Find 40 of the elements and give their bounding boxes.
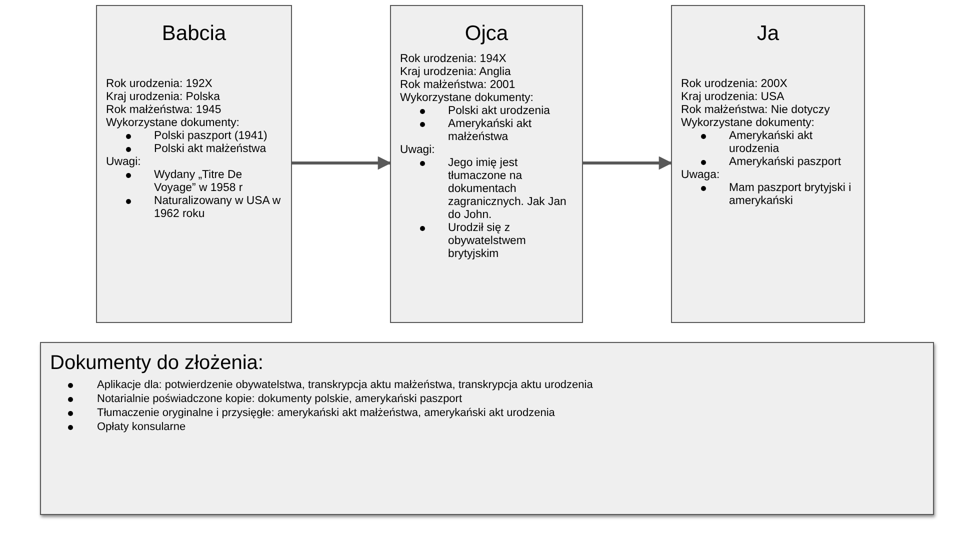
card-heading: Ojca [464, 22, 510, 46]
text-line: Uwaga: [681, 169, 720, 181]
card-heading: Ja [756, 22, 780, 46]
note-card [96, 5, 292, 323]
text-line: Wykorzystane dokumenty: [106, 117, 240, 129]
note-card [390, 5, 583, 323]
list-item: Polski paszport (1941) [154, 130, 268, 142]
text-line: Rok małżeństwa: 1945 [106, 104, 222, 116]
text-line: Rok małżeństwa: 2001 [400, 79, 516, 91]
arrow [292, 156, 392, 170]
card-heading: Dokumenty do złożenia: [50, 352, 264, 375]
text-line: Uwagi: [400, 144, 435, 156]
text-line: Rok urodzenia: 192X [106, 78, 212, 90]
text-line: Uwagi: [106, 156, 141, 168]
list-item: Mam paszport brytyjski i amerykański [729, 182, 852, 207]
text-line: Rok urodzenia: 194X [400, 53, 506, 65]
text-line: Kraj urodzenia: Polska [106, 91, 220, 103]
list-item: Polski akt małżeństwa [154, 143, 266, 155]
note-card [40, 342, 934, 515]
text-line: Rok małżeństwa: Nie dotyczy [681, 104, 830, 116]
list-item: Urodził się z obywatelstwem brytyjskim [448, 222, 526, 260]
list-item: Notarialnie poświadczone kopie: dokumenty polskie, amerykański paszport [97, 393, 462, 405]
list-item: Wydany „Titre De Voyage” w 1958 r [154, 169, 243, 194]
list-item: Polski akt urodzenia [448, 105, 550, 117]
arrow [583, 156, 672, 170]
text-line: Wykorzystane dokumenty: [681, 117, 814, 129]
list-item: Amerykański paszport [729, 156, 842, 168]
text-line: Wykorzystane dokumenty: [400, 92, 534, 104]
note-card [671, 5, 865, 323]
list-item: Opłaty konsularne [97, 421, 186, 433]
list-item: Amerykański akt małżeństwa [448, 118, 532, 143]
text-line: Kraj urodzenia: Anglia [400, 66, 511, 78]
text-line: Rok urodzenia: 200X [681, 78, 788, 90]
list-item: Naturalizowany w USA w 1962 roku [154, 195, 281, 220]
list-item: Tłumaczenie oryginalne i przysięgłe: amerykański akt małżeństwa, amerykański akt urodzenia [97, 407, 555, 419]
list-item: Aplikacje dla: potwierdzenie obywatelstwa, transkrypcja aktu małżeństwa, transkrypcja aktu urodzenia [97, 379, 593, 391]
list-item: Amerykański akt urodzenia [729, 130, 813, 155]
list-item: Jego imię jest tłumaczone na dokumentach zagranicznych. Jak Jan do John. [448, 157, 566, 221]
text-line: Kraj urodzenia: USA [681, 91, 784, 103]
card-heading: Babcia [160, 22, 228, 46]
